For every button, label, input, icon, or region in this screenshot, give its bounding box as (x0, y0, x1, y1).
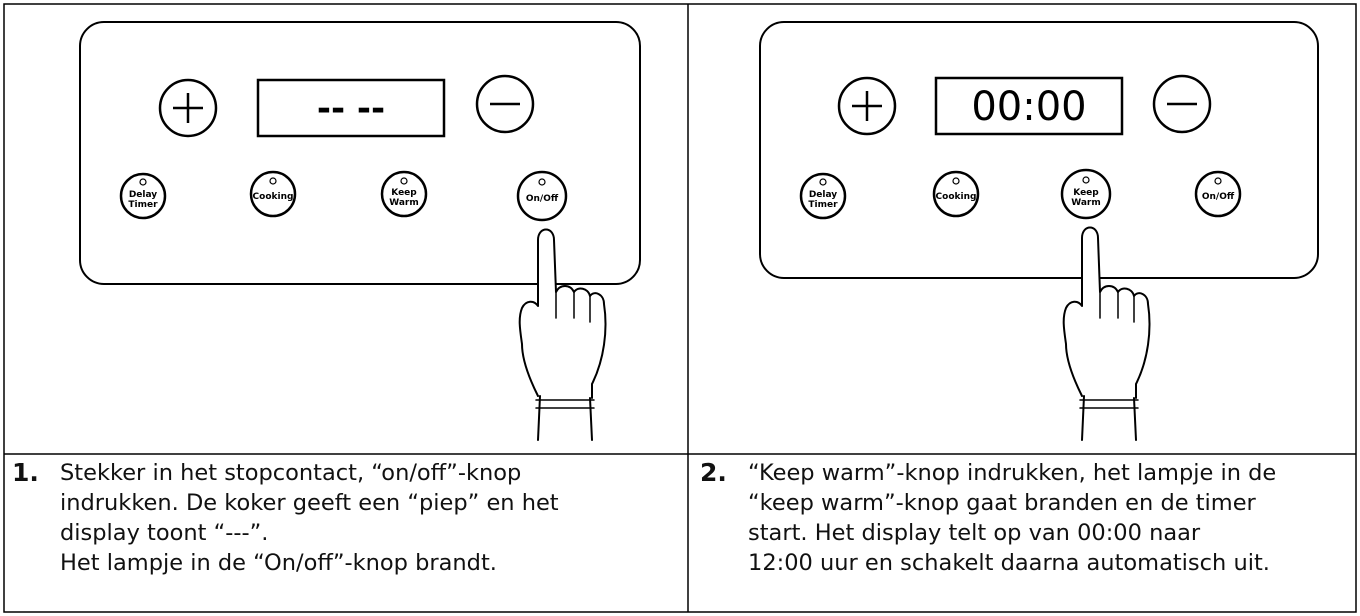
button-label-line2: Timer (808, 200, 838, 210)
step-text: “Keep warm”-knop indrukken, het lampje i… (748, 458, 1350, 578)
panel-outline (760, 22, 1318, 278)
plus-button[interactable] (160, 80, 216, 136)
button-label-line1: Cooking (936, 192, 977, 202)
minus-button[interactable] (477, 76, 533, 132)
step-caption-1: 1. Stekker in het stopcontact, “on/off”-… (12, 458, 676, 608)
cooking-button[interactable]: Cooking (934, 172, 978, 216)
button-label-line2: Warm (1071, 198, 1101, 208)
step-number: 2. (700, 458, 727, 487)
minus-button[interactable] (1154, 76, 1210, 132)
on-off-button[interactable]: On/Off (1196, 172, 1240, 216)
cooking-button[interactable]: Cooking (251, 172, 295, 216)
button-label-line1: Keep (391, 188, 417, 198)
display-text: -- -- (317, 89, 385, 129)
keep-warm-button[interactable]: Keep Warm (382, 172, 426, 216)
button-label-line1: On/Off (1202, 192, 1235, 202)
plus-button[interactable] (839, 78, 895, 134)
delay-timer-button[interactable]: Delay Timer (801, 174, 845, 218)
button-label-line1: Delay (809, 190, 837, 200)
display-screen: 00:00 (936, 78, 1122, 134)
step-caption-2: 2. “Keep warm”-knop indrukken, het lampj… (700, 458, 1350, 608)
button-label-line1: Keep (1073, 188, 1099, 198)
control-panel-2: 00:00 Delay Timer Cooking Keep Warm On/O… (760, 22, 1318, 440)
button-label-line1: On/Off (526, 194, 559, 204)
step-text: Stekker in het stopcontact, “on/off”-kno… (60, 458, 676, 578)
button-label-line1: Delay (129, 190, 157, 200)
display-text: 00:00 (971, 84, 1086, 130)
control-panel-1: -- -- Delay Timer Cooking Keep Warm (80, 22, 640, 440)
display-screen: -- -- (258, 80, 444, 136)
delay-timer-button[interactable]: Delay Timer (121, 174, 165, 218)
button-label-line2: Timer (128, 200, 158, 210)
keep-warm-button[interactable]: Keep Warm (1062, 170, 1110, 218)
button-label-line2: Warm (389, 198, 419, 208)
button-label-line1: Cooking (253, 192, 294, 202)
on-off-button[interactable]: On/Off (518, 172, 566, 220)
panel-outline (80, 22, 640, 284)
step-number: 1. (12, 458, 39, 487)
